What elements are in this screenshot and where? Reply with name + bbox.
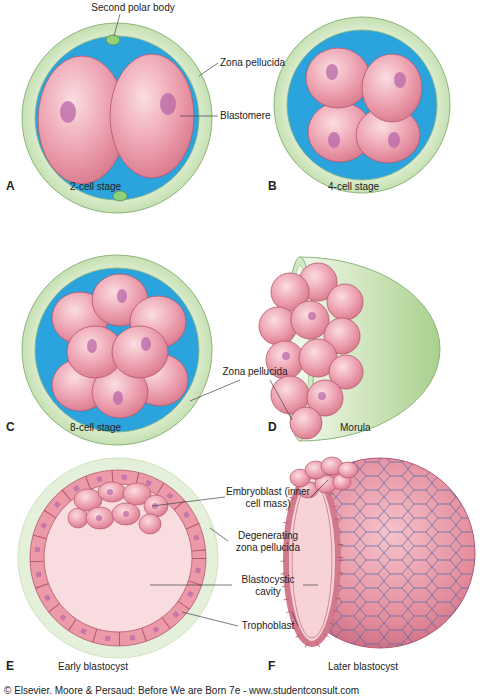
embryoblast-cell [86,507,114,529]
eight-cell-embryo [22,255,212,445]
panel-letter: F [268,660,284,672]
perivitelline-space [35,36,199,200]
embryoblast-cell [112,503,140,525]
cut-face-inner-rim [292,482,332,638]
part-label: Blastocystic cavity [233,574,303,598]
early-blastocyst [18,458,218,658]
embryoblast-cell [98,482,126,502]
part-label: Degenerating zona pellucida [228,530,308,554]
leader-line [210,528,228,541]
leader-line [114,14,120,36]
leader-line [150,585,232,586]
leader-line [303,585,318,586]
two-cell-embryo [22,23,212,213]
nucleus [326,64,338,80]
stage-caption: 8-cell stage [70,422,170,434]
nucleus [141,337,151,351]
trophoblast-cell-borders [37,477,199,639]
leader-line [270,380,292,420]
stage-caption: 2-cell stage [70,181,170,193]
nucleus [113,391,123,405]
trophoblast-layer [30,470,206,646]
perivitelline-space [287,30,437,180]
blastomere [290,407,322,439]
embryoblast-cell [139,514,161,534]
trophoblast-cell-net [285,458,475,648]
panel-letter: E [6,660,22,672]
leader-lines [114,14,328,626]
copyright-note: © Elsevier. Moore & Persaud: Before We a… [4,685,483,697]
leader-line [311,480,328,497]
nucleus [96,515,102,521]
leader-line [180,116,218,117]
degenerating-zona [18,458,218,658]
part-label: Trophoblast [228,620,308,632]
part-label: Zona pellucida [220,57,310,69]
panel-letter: B [268,180,284,192]
nucleus [318,392,326,400]
part-label: Zona pellucida [213,366,297,378]
panel-letter: C [6,421,22,433]
part-label: Embryoblast (inner cell mass) [225,486,311,510]
leader-line [199,63,218,76]
stage-caption: Morula [340,422,440,434]
leader-line [190,380,240,401]
nucleus [123,511,129,517]
polar-body [113,191,127,201]
nucleus [87,339,97,353]
polar-body [106,35,120,45]
trophoblast-surface [285,458,475,648]
nucleus [328,132,340,148]
morula-embryo [259,257,440,441]
nucleus [394,72,406,88]
panel-letter: D [268,421,284,433]
four-cell-embryo [274,17,450,193]
blastomere [362,54,422,122]
nucleus [388,132,400,148]
nucleus [107,489,113,495]
nucleus [117,289,127,303]
panel-letter: A [6,180,22,192]
blastomere [291,301,329,339]
zona-pellucida [274,17,450,193]
embryoblast-cell [338,462,358,478]
zona-pellucida-shell [300,257,440,441]
leader-line [182,612,238,626]
embryoblast-cell [144,495,168,517]
blastomere [112,326,168,378]
nucleus [282,352,290,360]
stage-caption: Early blastocyst [58,661,178,673]
cut-face-cavity [286,476,338,644]
nucleus [308,312,316,320]
zona-pellucida [22,23,212,213]
stage-caption: Later blastocyst [328,661,448,673]
blastocystic-cavity [44,484,192,632]
nucleus [160,93,176,115]
stage-caption: 4-cell stage [328,181,428,193]
zona-pellucida [22,255,212,445]
blastomere [327,284,363,320]
part-label: Second polar body [78,2,188,14]
perivitelline-space [35,268,199,432]
part-label: Blastomere [220,110,310,122]
blastomere [306,48,370,108]
later-blastocyst [283,457,475,648]
leader-line [152,497,225,506]
blastomere [259,307,297,345]
trophoblast-nuclei [37,477,199,639]
nucleus [60,101,76,123]
